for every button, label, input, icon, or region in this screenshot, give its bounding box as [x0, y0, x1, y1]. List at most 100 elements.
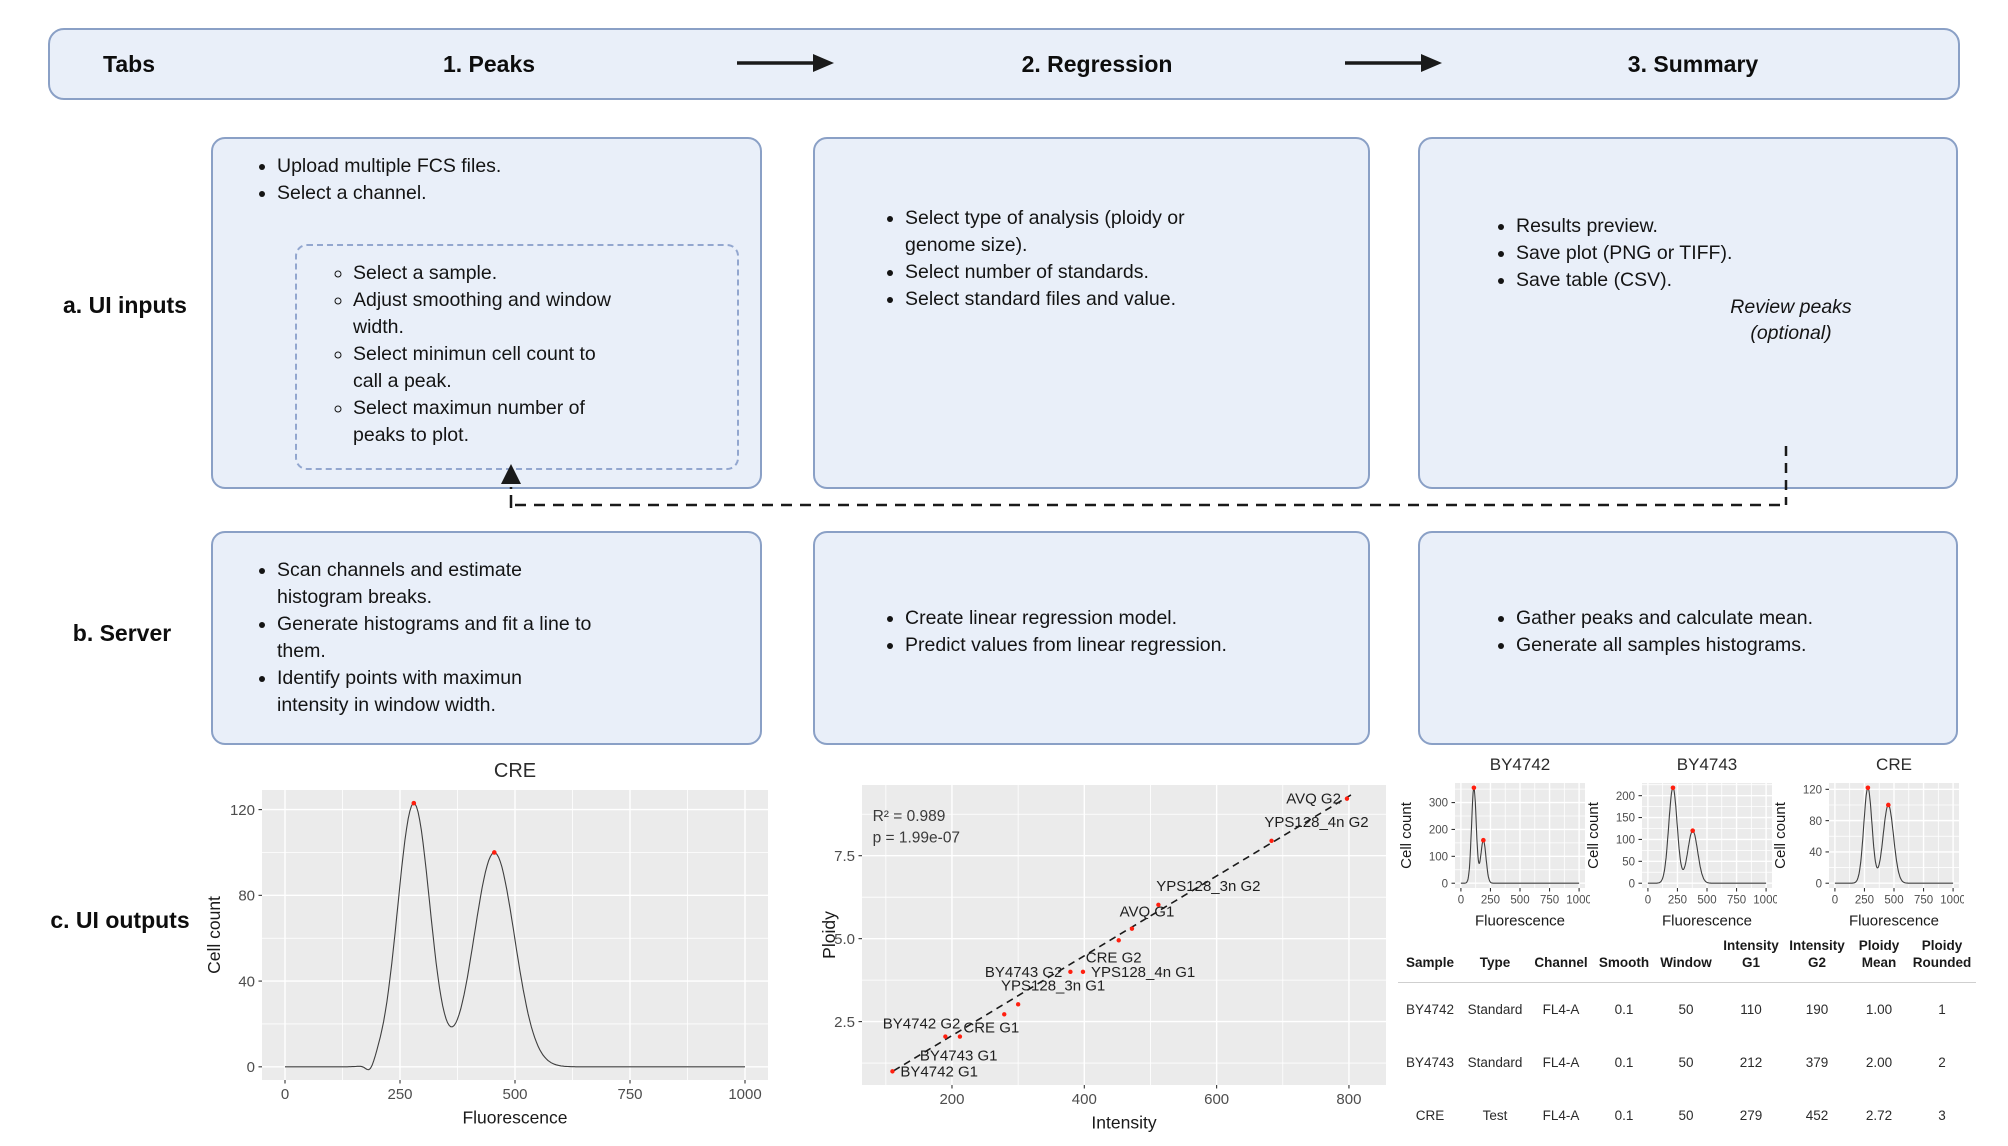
svg-text:80: 80 — [1809, 816, 1822, 828]
tab-summary[interactable]: 3. Summary — [1627, 51, 1759, 77]
svg-text:0: 0 — [1832, 895, 1838, 907]
table-cell: FL4-A — [1542, 1054, 1580, 1070]
bullet-item: Generate all samples histograms. — [1516, 632, 1956, 659]
svg-text:250: 250 — [1855, 895, 1874, 907]
tab-regression[interactable]: 2. Regression — [1021, 51, 1173, 77]
svg-text:200: 200 — [1429, 825, 1448, 837]
svg-text:120: 120 — [1803, 784, 1822, 796]
svg-text:7.5: 7.5 — [834, 848, 855, 865]
bullet-item: Save plot (PNG or TIFF). — [1516, 240, 1956, 267]
svg-text:AVQ G1: AVQ G1 — [1120, 904, 1175, 921]
bullet-item: Generate histograms and fit a line tothe… — [277, 611, 760, 665]
bullet-list: Select type of analysis (ploidy orgenome… — [877, 139, 1368, 313]
table-cell: Standard — [1467, 1054, 1523, 1070]
ui-inputs-summary-box: Results preview. Save plot (PNG or TIFF)… — [1418, 137, 1958, 489]
table-cell: 50 — [1678, 1001, 1694, 1017]
table-cell: Test — [1482, 1107, 1508, 1123]
bullet-item: Select standard files and value. — [905, 286, 1368, 313]
svg-text:BY4743 G2: BY4743 G2 — [985, 964, 1063, 981]
svg-text:Cell count: Cell count — [1585, 801, 1602, 869]
svg-text:800: 800 — [1336, 1091, 1361, 1108]
svg-text:CRE: CRE — [1876, 755, 1912, 774]
svg-text:0: 0 — [1442, 878, 1448, 890]
table-cell: 50 — [1678, 1054, 1694, 1070]
svg-text:250: 250 — [1481, 895, 1500, 907]
table-cell: BY4742 — [1405, 1001, 1455, 1017]
table-row: BY4743 Standard FL4-A 0.1 50 212 379 2.0… — [1398, 1036, 1976, 1089]
row-label-ui-outputs: c. UI outputs — [50, 907, 190, 933]
svg-text:0: 0 — [1629, 878, 1635, 890]
svg-text:Cell count: Cell count — [1772, 801, 1789, 869]
svg-text:Fluorescence: Fluorescence — [1475, 913, 1565, 930]
tab-peaks[interactable]: 1. Peaks — [442, 51, 536, 77]
svg-text:1000: 1000 — [1940, 895, 1964, 907]
svg-text:YPS128_3n G2: YPS128_3n G2 — [1156, 878, 1260, 895]
svg-text:BY4742: BY4742 — [1490, 755, 1551, 774]
row-label-server: b. Server — [72, 620, 172, 646]
table-header-row: Sample Type Channel Smooth Window Intens… — [1398, 938, 1976, 983]
svg-text:0: 0 — [1816, 878, 1822, 890]
svg-text:YPS128_3n G1: YPS128_3n G1 — [1001, 977, 1105, 994]
svg-text:1000: 1000 — [1566, 895, 1590, 907]
svg-text:500: 500 — [1697, 895, 1716, 907]
svg-text:p = 1.99e-07: p = 1.99e-07 — [873, 829, 960, 846]
svg-text:250: 250 — [387, 1086, 412, 1103]
svg-text:750: 750 — [1914, 895, 1933, 907]
table-cell: 2 — [1938, 1054, 1946, 1070]
table-cell: 110 — [1740, 1001, 1762, 1017]
svg-text:250: 250 — [1668, 895, 1687, 907]
bullet-item: Results preview. — [1516, 213, 1956, 240]
tabs-label: Tabs — [103, 51, 155, 77]
svg-text:300: 300 — [1429, 798, 1448, 810]
svg-text:40: 40 — [238, 973, 255, 990]
bullet-item: Gather peaks and calculate mean. — [1516, 605, 1956, 632]
tabs-header-bar: Tabs 1. Peaks 2. Regression 3. Summary — [48, 28, 1960, 100]
bullet-item: Predict values from linear regression. — [905, 632, 1368, 659]
svg-text:0: 0 — [1645, 895, 1651, 907]
svg-text:0: 0 — [1458, 895, 1464, 907]
table-cell: 1.00 — [1865, 1001, 1893, 1017]
svg-text:150: 150 — [1616, 813, 1635, 825]
table-cell: CRE — [1415, 1107, 1445, 1123]
table-cell: 379 — [1805, 1054, 1829, 1070]
svg-text:BY4742 G1: BY4742 G1 — [900, 1063, 978, 1080]
bullet-list: Create linear regression model. Predict … — [877, 533, 1368, 659]
peak-options-dashed-box: Select a sample. Adjust smoothing and wi… — [295, 244, 739, 470]
bullet-item: Select number of standards. — [905, 259, 1368, 286]
bullet-list: Gather peaks and calculate mean. Generat… — [1488, 533, 1956, 659]
table-row: BY4742 Standard FL4-A 0.1 50 110 190 1.0… — [1398, 982, 1976, 1036]
bullet-list: Results preview. Save plot (PNG or TIFF)… — [1488, 139, 1956, 294]
svg-text:200: 200 — [939, 1091, 964, 1108]
review-peaks-note: Review peaks (optional) — [1730, 296, 1852, 344]
svg-text:120: 120 — [230, 802, 255, 819]
svg-text:1000: 1000 — [1753, 895, 1777, 907]
svg-text:Cell count: Cell count — [205, 896, 224, 974]
svg-text:1000: 1000 — [728, 1086, 761, 1103]
table-cell: FL4-A — [1542, 1107, 1580, 1123]
table-cell: 3 — [1938, 1107, 1946, 1123]
svg-text:Intensity: Intensity — [1091, 1113, 1156, 1133]
svg-text:BY4743 G1: BY4743 G1 — [920, 1048, 998, 1065]
svg-text:500: 500 — [1510, 895, 1529, 907]
table-cell: 452 — [1805, 1107, 1829, 1123]
bullet-item: Save table (CSV). — [1516, 267, 1956, 294]
ui-inputs-regression-box: Select type of analysis (ploidy orgenome… — [813, 137, 1370, 489]
col-header: Window — [1660, 954, 1712, 970]
svg-text:5.0: 5.0 — [834, 931, 855, 948]
table-cell: 0.1 — [1614, 1001, 1634, 1017]
svg-text:AVQ G2: AVQ G2 — [1286, 791, 1341, 808]
svg-text:750: 750 — [1727, 895, 1746, 907]
table-cell: 2.00 — [1865, 1054, 1893, 1070]
server-regression-box: Create linear regression model. Predict … — [813, 531, 1370, 745]
col-header: Type — [1479, 954, 1511, 970]
bullet-item: Upload multiple FCS files. — [277, 153, 760, 180]
